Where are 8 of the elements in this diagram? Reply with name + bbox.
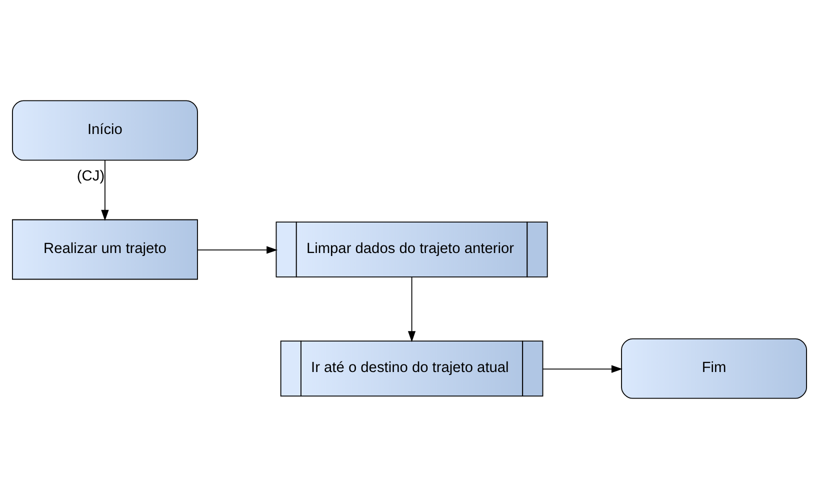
node-box: Realizar um trajeto bbox=[12, 218, 198, 280]
arrow bbox=[197, 246, 278, 254]
arrow bbox=[408, 276, 416, 342]
edge-label: (CJ) bbox=[76, 168, 105, 184]
arrow bbox=[542, 364, 622, 372]
node-box: Fim bbox=[621, 338, 807, 398]
node-box: Início bbox=[12, 100, 198, 160]
arrow bbox=[101, 160, 109, 220]
